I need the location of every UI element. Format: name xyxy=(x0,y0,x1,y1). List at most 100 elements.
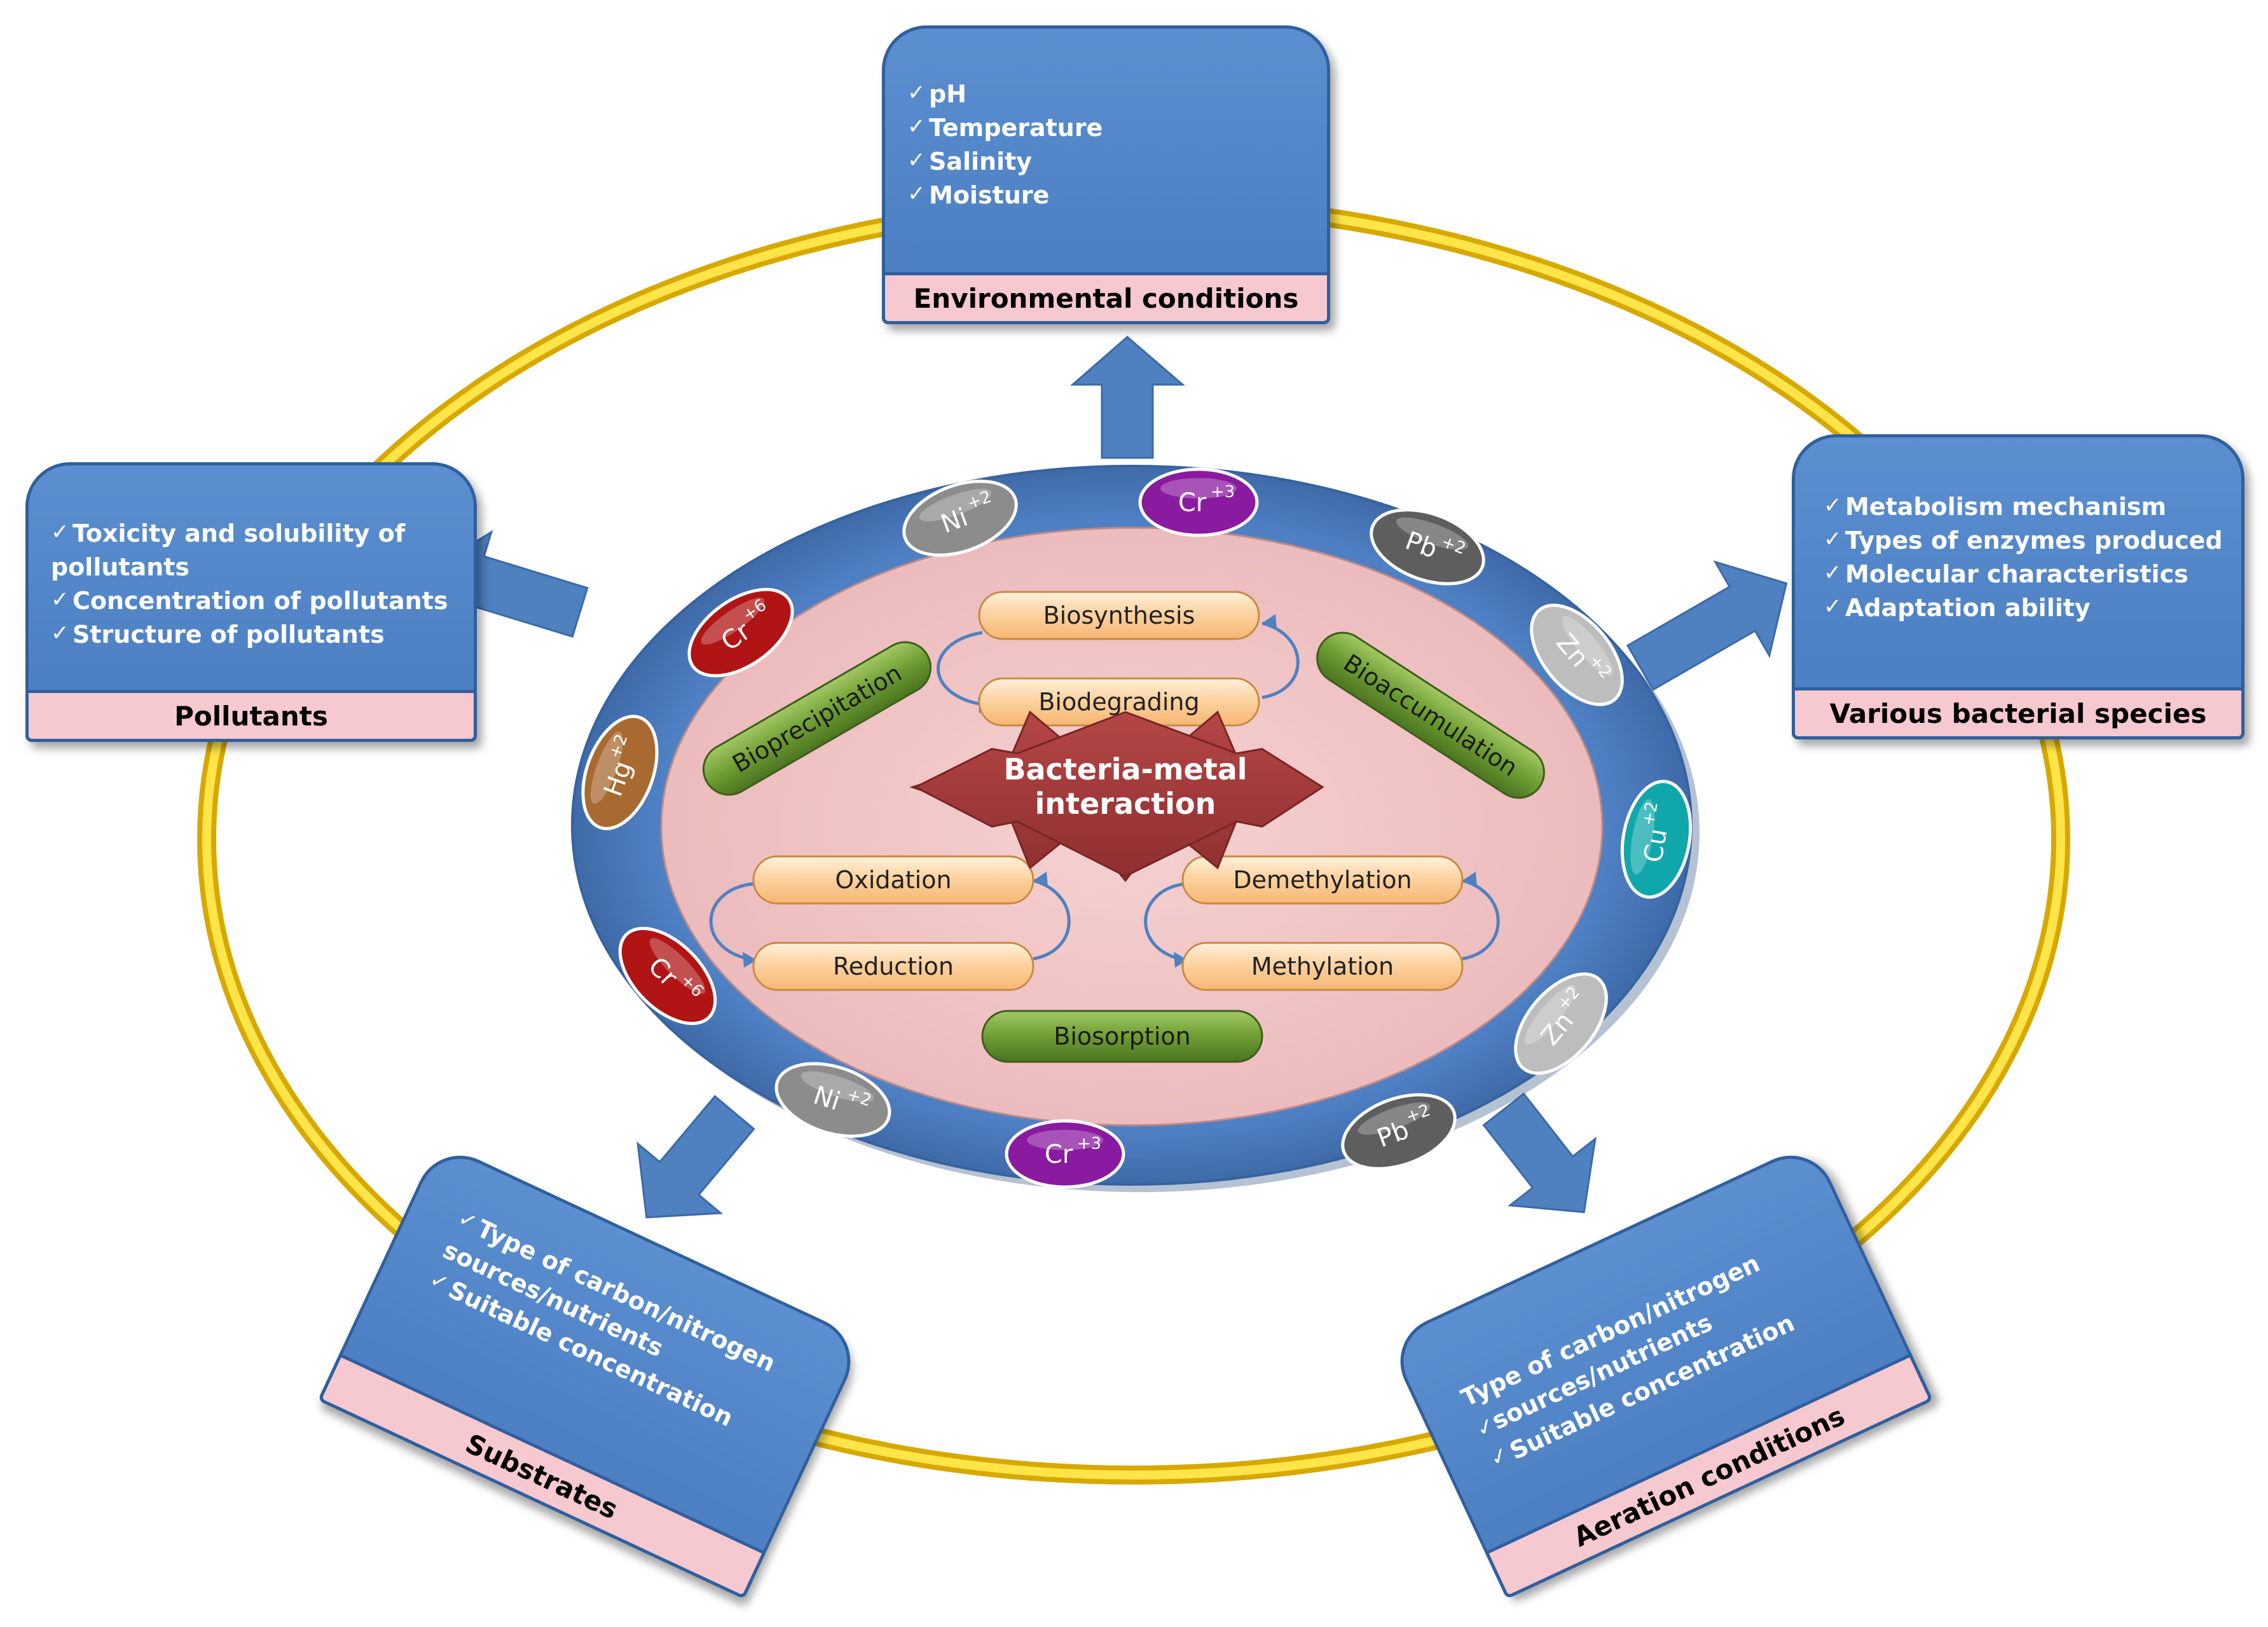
pill-label: Biosynthesis xyxy=(1043,601,1195,629)
environmental-items: ✓pH ✓Temperature ✓Salinity ✓Moisture xyxy=(907,78,1103,212)
process-pill-demethylation: Demethylation xyxy=(1181,855,1464,905)
ion-shape xyxy=(581,715,659,830)
process-pill-methylation: Methylation xyxy=(1181,942,1464,991)
arrow-up xyxy=(1069,336,1186,459)
check-icon: ✓ xyxy=(51,519,69,545)
list-item: ✓Types of enzymes produced xyxy=(1824,524,2223,558)
pill-label: Demethylation xyxy=(1233,866,1412,894)
ion-highlight xyxy=(1630,799,1655,875)
ion-highlight xyxy=(701,598,765,645)
ion-shape xyxy=(774,1062,891,1138)
pill-shape xyxy=(752,855,1034,905)
check-icon: ✓ xyxy=(1824,594,1842,619)
check-icon: ✓ xyxy=(1824,560,1842,586)
list-item: ✓Temperature xyxy=(907,111,1103,145)
list-item: ✓Salinity xyxy=(907,145,1103,179)
ion-charge: +3 xyxy=(1077,1134,1101,1153)
check-icon: ✓ xyxy=(1824,526,1842,552)
pill-shape xyxy=(981,1010,1263,1063)
center-star-main xyxy=(913,711,1324,877)
metal-ion-ni: Ni+2 xyxy=(774,1062,891,1138)
metal-ion-cu: Cu+2 xyxy=(1620,779,1693,899)
list-item: ✓pH xyxy=(907,78,1103,111)
list-item: ✓Structure of pollutants xyxy=(51,618,448,652)
pill-shape xyxy=(1181,942,1464,991)
ion-label: Cr xyxy=(1178,488,1207,518)
list-item: ✓Molecular characteristics xyxy=(1824,558,2223,591)
box-title: Pollutants xyxy=(25,690,477,742)
ion-highlight xyxy=(1027,1130,1103,1150)
pill-shape xyxy=(1316,631,1545,799)
list-item: pollutants xyxy=(51,553,190,581)
list-item: ✓Moisture xyxy=(907,179,1103,212)
pill-label: Reduction xyxy=(833,952,954,980)
ion-shape xyxy=(618,926,717,1026)
ion-label: Cr xyxy=(1045,1140,1073,1169)
check-icon: ✓ xyxy=(51,621,69,646)
check-icon: ✓ xyxy=(907,181,926,207)
process-pill-oxidation: Oxidation xyxy=(752,855,1034,905)
metal-ion-cr: Cr+6 xyxy=(618,926,717,1026)
ion-shape xyxy=(1005,1119,1125,1189)
ion-shape xyxy=(1370,508,1485,586)
check-icon: ✓ xyxy=(907,114,926,139)
ion-shape xyxy=(1530,603,1624,706)
check-icon: ✓ xyxy=(907,80,926,106)
pill-shape xyxy=(978,591,1260,640)
ion-highlight xyxy=(1562,615,1614,676)
metal-ion-zn: Zn+2 xyxy=(1514,972,1608,1075)
cycle-arrows xyxy=(709,621,1500,962)
ion-highlight xyxy=(919,488,992,521)
metal-ion-ni: Ni+2 xyxy=(902,479,1018,557)
arrow-down-left xyxy=(636,1095,755,1219)
bacterial-items: ✓Metabolism mechanism ✓Types of enzymes … xyxy=(1824,490,2223,625)
ion-highlight xyxy=(590,731,623,804)
check-icon: ✓ xyxy=(1824,493,1842,518)
ion-shape xyxy=(1138,467,1259,537)
pill-label: Biosorption xyxy=(1054,1022,1190,1050)
pollutants-items: ✓Toxicity and solubility of pollutants ✓… xyxy=(51,517,448,652)
check-icon: ✓ xyxy=(907,148,926,173)
list-item: ✓Toxicity and solubility of xyxy=(51,517,448,551)
ion-highlight xyxy=(1160,478,1237,498)
box-pollutants: ✓Toxicity and solubility of pollutants ✓… xyxy=(25,462,477,742)
process-pills: BiosynthesisBiodegradingOxidationReducti… xyxy=(752,591,1464,991)
metal-ion-zn: Zn+2 xyxy=(1530,603,1624,706)
pill-label: Methylation xyxy=(1251,952,1394,980)
ion-charge: +2 xyxy=(1639,800,1662,827)
pill-shape xyxy=(1181,855,1464,905)
pill-label: Oxidation xyxy=(835,866,951,894)
pill-label: Biodegrading xyxy=(1038,688,1199,716)
list-item: ✓Concentration of pollutants xyxy=(51,584,448,618)
box-title: Various bacterial species xyxy=(1792,687,2244,739)
metal-ion-pb: Pb+2 xyxy=(1370,508,1485,586)
ion-shape xyxy=(687,587,794,678)
pill-shape xyxy=(702,641,932,796)
pill-shape xyxy=(752,942,1034,991)
ion-shape xyxy=(1341,1093,1457,1170)
ion-label: Cu xyxy=(1639,827,1674,865)
green-pill-biosorption: Biosorption xyxy=(981,1010,1263,1063)
metal-ion-pb: Pb+2 xyxy=(1341,1093,1457,1170)
ion-shape xyxy=(902,479,1018,557)
list-item: ✓Metabolism mechanism xyxy=(1824,490,2223,524)
center-title-line2: interaction xyxy=(1035,786,1216,821)
process-pill-biosynthesis: Biosynthesis xyxy=(978,591,1260,640)
metal-ion-cr: Cr+6 xyxy=(687,587,794,678)
ion-highlight xyxy=(1396,517,1469,550)
ion-shape xyxy=(1514,972,1608,1075)
ion-highlight xyxy=(649,938,706,994)
center-title-line1: Bacteria-metal xyxy=(1003,752,1247,786)
arrow-right xyxy=(1626,560,1788,691)
metal-ion-hg: Hg+2 xyxy=(581,715,659,830)
box-environmental-conditions: ✓pH ✓Temperature ✓Salinity ✓Moisture Env… xyxy=(882,25,1330,324)
check-icon: ✓ xyxy=(51,587,69,612)
ion-highlight xyxy=(1524,984,1576,1045)
metal-ion-cr: Cr+3 xyxy=(1138,467,1259,537)
list-item: ✓Adaptation ability xyxy=(1824,591,2223,625)
ion-highlight xyxy=(801,1071,874,1102)
metal-ion-cr: Cr+3 xyxy=(1005,1119,1125,1189)
box-title: Environmental conditions xyxy=(882,272,1330,324)
process-pill-reduction: Reduction xyxy=(752,942,1034,991)
